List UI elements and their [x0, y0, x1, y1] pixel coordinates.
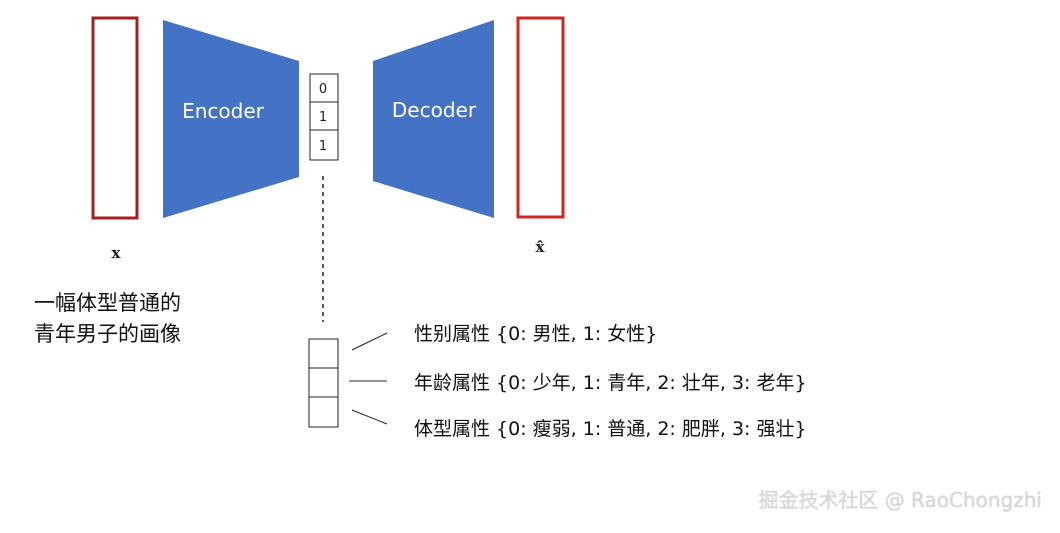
latent-code-value-2: 1 [319, 139, 327, 154]
attribute-pointer-0 [351, 332, 388, 351]
latent-code-value-1: 1 [319, 110, 327, 125]
attribute-age: 年龄属性 {0: 少年, 1: 青年, 2: 壮年, 3: 老年} [414, 372, 807, 394]
description-line-1: 一幅体型普通的 [34, 291, 181, 315]
input-label: x [112, 244, 122, 262]
watermark: 掘金技术社区 @ RaoChongzhi [758, 488, 1042, 512]
latent-code-value-0: 0 [319, 82, 327, 97]
output-label: x̂ [536, 238, 546, 256]
encoder-block [163, 20, 299, 218]
input-image-box [91, 16, 139, 220]
description-line-2: 青年男子的画像 [34, 322, 181, 346]
attribute-body-type: 体型属性 {0: 瘦弱, 1: 普通, 2: 肥胖, 3: 强壮} [414, 418, 807, 440]
latent-code-cell-0 [309, 73, 339, 103]
attribute-cell-0 [308, 338, 339, 369]
attribute-cell-1 [308, 367, 339, 398]
output-image-box [516, 16, 565, 219]
latent-code-cell-2 [309, 129, 339, 161]
decoder-label: Decoder [392, 98, 477, 122]
attribute-cell-2 [308, 396, 339, 428]
image-description: 一幅体型普通的 青年男子的画像 [34, 288, 181, 350]
decoder-block [373, 20, 494, 218]
attribute-gender: 性别属性 {0: 男性, 1: 女性} [414, 323, 658, 345]
encoder-label: Encoder [182, 99, 265, 123]
attribute-pointer-2 [351, 409, 388, 425]
